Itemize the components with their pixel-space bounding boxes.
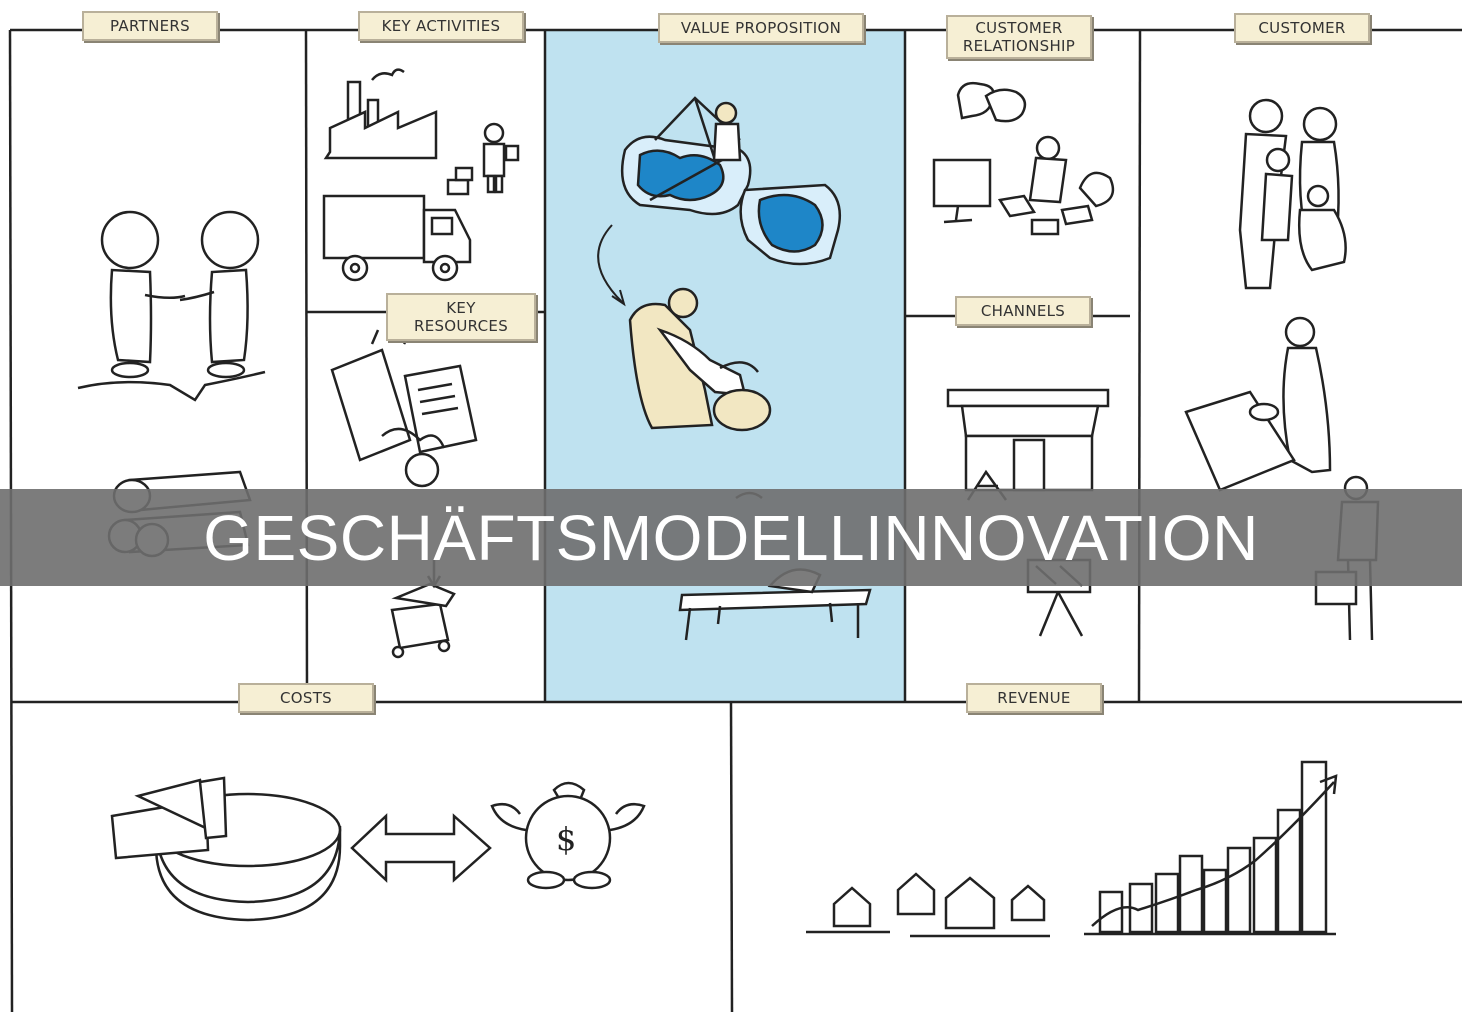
label-customer: CUSTOMER [1234,13,1370,43]
worker-icon [446,122,520,196]
handshake-icon [77,210,266,402]
documents-icon [330,327,478,488]
shop-icon [946,388,1110,501]
double-arrow-icon [350,813,492,883]
flow-arrow [597,224,626,307]
svg-text:$: $ [556,820,576,858]
pie-chart-icon [110,776,342,922]
factory-icon [323,68,438,160]
computer-workstation-icon [932,135,1115,236]
label-costs: COSTS [238,683,374,713]
armchair-person-icon [628,287,772,432]
label-revenue: REVENUE [966,683,1102,713]
money-bag-icon: $ [490,781,646,890]
banner-title: GESCHÄFTSMODELLINNOVATION [203,501,1259,574]
title-banner: GESCHÄFTSMODELLINNOVATION [0,489,1462,586]
family-icon [1238,98,1347,290]
growth-chart-icon [1084,760,1338,936]
label-channels: CHANNELS [955,296,1091,326]
label-partners: PARTNERS [82,11,218,41]
label-customer-relationship: CUSTOMER RELATIONSHIP [946,15,1092,59]
label-key-resources: KEY RESOURCES [386,293,536,341]
chat-bubbles-icon [956,81,1027,123]
customer-woman-icon [1184,316,1332,492]
truck-icon [322,194,472,282]
label-value-proposition: VALUE PROPOSITION [658,13,864,43]
houses-icon [806,872,1050,938]
label-key-activities: KEY ACTIVITIES [358,11,524,41]
puzzle-icon [620,96,842,266]
treasure-chest-icon [390,560,456,659]
